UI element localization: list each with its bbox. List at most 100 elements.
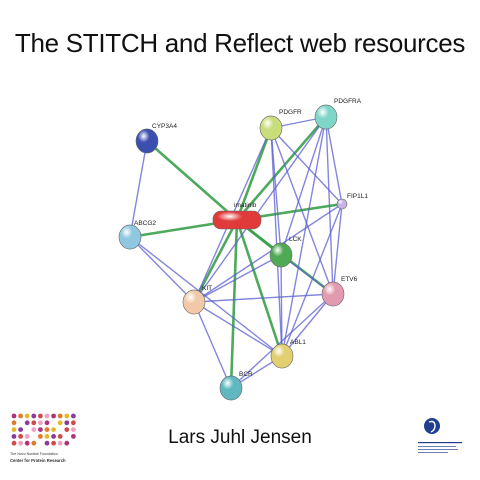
node-label-cyp3a4: CYP3A4 (152, 123, 177, 130)
logo-dot (44, 440, 50, 446)
logo-dot (18, 434, 23, 439)
node-label-pdgfr: PDGFR (279, 109, 302, 116)
node-label-abl1: ABL1 (290, 339, 306, 346)
edge-imatinib-abl1 (235, 219, 284, 357)
logo-dot (11, 440, 17, 446)
logo-dot (51, 427, 56, 432)
logo-dot (57, 420, 63, 426)
edge-etv6-kit (193, 293, 334, 303)
author-name: Lars Juhl Jensen (168, 427, 312, 448)
node-abl1[interactable]: ABL1 (270, 339, 306, 369)
node-pdgfr[interactable]: PDGFR (259, 109, 302, 141)
logo-dot (57, 440, 63, 446)
logo-dot (11, 413, 17, 419)
node-shape-pdgfr (259, 115, 283, 141)
logo-dot (38, 420, 43, 426)
node-fip1l1[interactable]: FIP1L1 (336, 193, 368, 210)
edge-imatinib-bcr (229, 219, 239, 389)
edge-fip1l1-abl1 (281, 203, 343, 357)
node-shape-abcg2 (118, 224, 142, 250)
logo-dot (71, 413, 76, 419)
slide-title: The STITCH and Reflect web resources (14, 28, 466, 58)
node-shape-etv6 (321, 281, 345, 307)
logo-dot (51, 434, 56, 439)
logo-dot (24, 434, 30, 439)
logo-dot (24, 420, 30, 426)
edge-pdgfra-lck (280, 116, 327, 256)
node-imatinib[interactable]: imatinib (212, 202, 262, 230)
node-cyp3a4[interactable]: CYP3A4 (135, 123, 177, 154)
node-shape-fip1l1 (336, 198, 348, 210)
logo-dot (64, 440, 70, 446)
node-label-etv6: ETV6 (341, 276, 358, 283)
node-shape-abl1 (270, 343, 294, 369)
node-bcr[interactable]: BCR (219, 371, 253, 401)
edge-imatinib-pdgfr (235, 127, 273, 221)
edge-abcg2-kit (129, 236, 195, 303)
logo-dot (31, 420, 37, 426)
logo-dot (18, 413, 23, 419)
logo-dot (51, 413, 56, 419)
node-kit[interactable]: KIT (182, 285, 212, 315)
logo-dot (11, 434, 17, 439)
edge-imatinib-cyp3a4 (146, 140, 238, 221)
logo-dot (44, 413, 50, 419)
edge-abcg2-abl1 (129, 236, 283, 357)
logo-dot (31, 427, 37, 432)
logo-dot (51, 440, 56, 446)
edge-pdgfra-fip1l1 (325, 116, 343, 205)
edge-pdgfr-etv6 (270, 127, 334, 295)
node-shape-imatinib (212, 210, 262, 230)
logo-dot (71, 427, 76, 432)
logo-dot (38, 434, 43, 439)
edges-layer (129, 116, 343, 389)
logo-dot (24, 440, 30, 446)
edge-cyp3a4-abcg2 (129, 140, 148, 238)
logo-dot (38, 413, 43, 419)
edge-pdgfra-etv6 (325, 116, 334, 295)
node-label-fip1l1: FIP1L1 (347, 193, 368, 200)
node-pdgfra[interactable]: PDGFRA (314, 98, 362, 130)
cpr-logo-dots (11, 413, 76, 446)
logo-dot (38, 427, 43, 432)
cpr-logo-line2: Center for Protein Research (10, 458, 66, 463)
node-label-bcr: BCR (239, 371, 253, 378)
edge-fip1l1-etv6 (332, 203, 343, 295)
logo-dot (24, 413, 30, 419)
logo-dot (18, 427, 23, 432)
node-label-lck: LCK (289, 236, 302, 243)
node-shape-lck (269, 242, 293, 268)
logo-dot (64, 413, 70, 419)
edge-pdgfr-fip1l1 (270, 127, 343, 205)
edge-pdgfra-abl1 (281, 116, 327, 357)
institute-emblem-icon (424, 418, 440, 434)
node-shape-pdgfra (314, 104, 338, 130)
logo-dot (11, 420, 17, 426)
edge-imatinib-kit (192, 219, 239, 303)
node-etv6[interactable]: ETV6 (321, 276, 358, 307)
logo-dot (44, 434, 50, 439)
logo-dot (71, 420, 76, 426)
node-label-abcg2: ABCG2 (134, 220, 156, 227)
edge-kit-bcr (193, 301, 232, 389)
edge-etv6-bcr (230, 293, 334, 389)
logo-dot (71, 434, 76, 439)
logo-dot (44, 420, 50, 426)
node-lck[interactable]: LCK (269, 236, 302, 268)
logo-dot (57, 434, 63, 439)
edge-imatinib-pdgfra (236, 116, 327, 221)
node-shape-cyp3a4 (135, 128, 159, 154)
edge-etv6-abl1 (281, 293, 334, 357)
node-abcg2[interactable]: ABCG2 (118, 220, 156, 250)
logo-dot (31, 413, 37, 419)
edge-lck-kit (193, 254, 282, 303)
edge-fip1l1-kit (193, 203, 343, 303)
edge-pdgfr-abl1 (270, 127, 283, 357)
institute-logo (412, 412, 468, 468)
logo-dot (44, 427, 50, 432)
node-label-pdgfra: PDGFRA (334, 98, 362, 105)
logo-dot (11, 427, 17, 432)
node-shape-kit (182, 289, 206, 315)
